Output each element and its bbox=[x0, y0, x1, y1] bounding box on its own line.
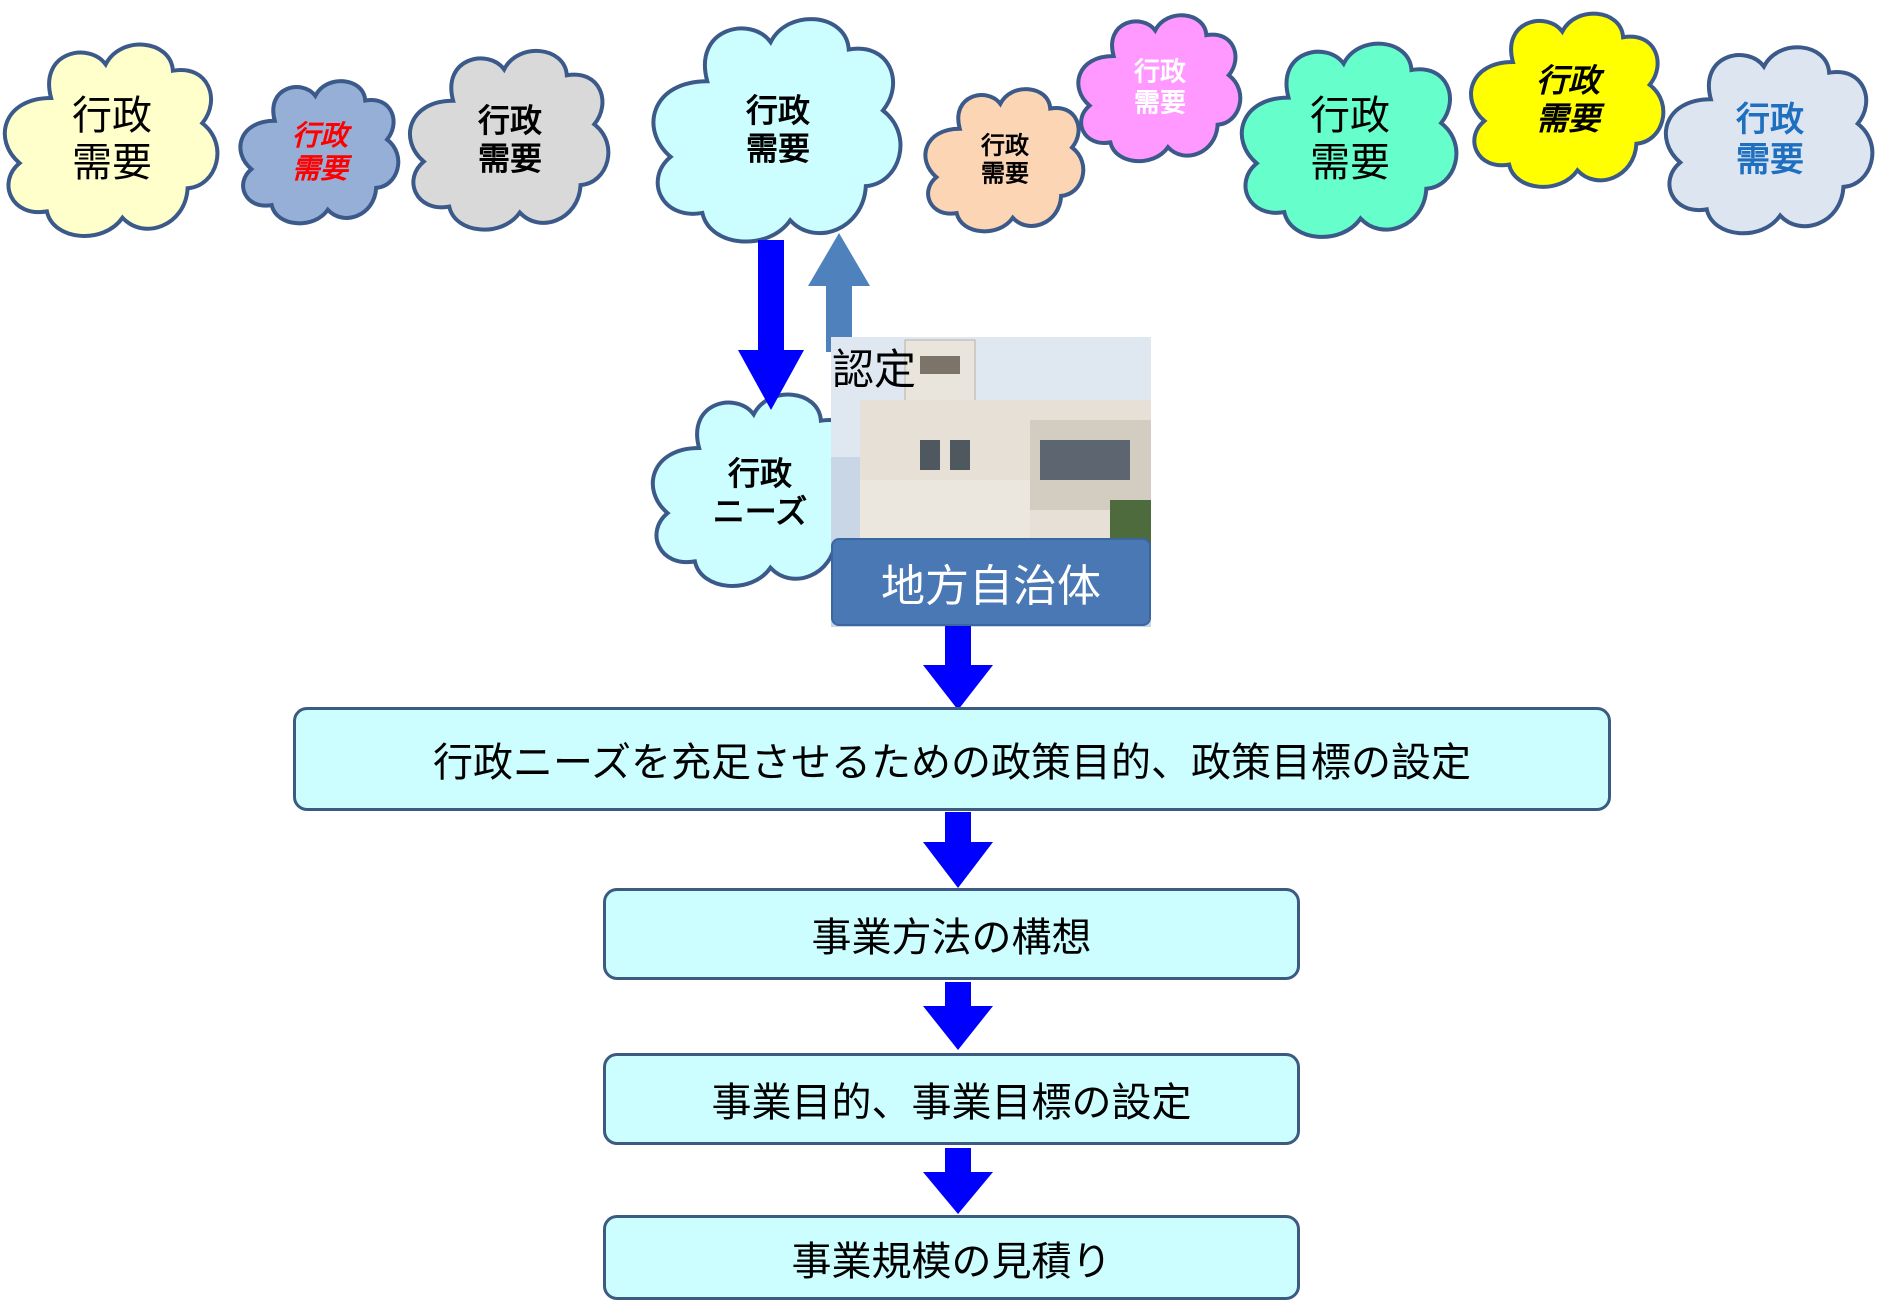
need-cloud-line2: 需要 bbox=[72, 140, 152, 186]
flow-step-method-design: 事業方法の構想 bbox=[603, 888, 1300, 980]
need-cloud-line1: 行政 bbox=[1736, 99, 1804, 140]
flow-step-project-goals: 事業目的、事業目標の設定 bbox=[603, 1053, 1300, 1145]
need-cloud-line2: 需要 bbox=[1535, 99, 1601, 137]
need-cloud-label: 行政需要 bbox=[1134, 57, 1186, 118]
need-cloud-line1: 行政 bbox=[1133, 57, 1187, 88]
need-cloud-label: 行政需要 bbox=[72, 93, 152, 187]
flow-step-policy-goals: 行政ニーズを充足させるための政策目的、政策目標の設定 bbox=[293, 707, 1611, 811]
need-cloud-label: 行政需要 bbox=[477, 101, 543, 178]
need-cloud-line1: 行政 bbox=[1310, 92, 1390, 139]
need-cloud-label: 行政需要 bbox=[745, 91, 811, 168]
need-cloud-label: 行政需要 bbox=[1535, 61, 1601, 138]
need-cloud-line2: 需要 bbox=[1133, 88, 1187, 118]
need-cloud-line1: 行政 bbox=[72, 92, 152, 139]
need-cloud-label: 行政需要 bbox=[292, 119, 348, 185]
need-cloud-line2: 需要 bbox=[477, 139, 543, 177]
flow-step-scale-estimate: 事業規模の見積り bbox=[603, 1215, 1300, 1300]
need-cloud-line1: 行政 bbox=[1535, 61, 1601, 100]
need-cloud-line2: 需要 bbox=[745, 129, 811, 167]
flow-arrows bbox=[923, 625, 993, 1214]
arrow-up-recognition bbox=[808, 233, 870, 352]
arrow-down-to-needs bbox=[738, 240, 804, 410]
need-cloud-line1: 行政 bbox=[477, 101, 543, 140]
need-cloud-line1: 行政 bbox=[981, 131, 1029, 160]
recognition-label: 認定 bbox=[832, 345, 917, 394]
need-cloud-line2: 需要 bbox=[1310, 140, 1390, 186]
need-cloud-line1: 行政 bbox=[745, 91, 811, 130]
need-cloud-line1: 行政 bbox=[291, 118, 349, 152]
need-cloud-label: 行政需要 bbox=[981, 132, 1029, 189]
local-government-box: 地方自治体 bbox=[831, 538, 1151, 626]
needs-cloud-line2: ニーズ bbox=[712, 492, 808, 530]
needs-cloud-label: 行政 ニーズ bbox=[712, 454, 808, 531]
need-cloud-label: 行政需要 bbox=[1736, 100, 1804, 180]
need-cloud-line2: 需要 bbox=[291, 152, 349, 185]
need-cloud-line2: 需要 bbox=[1736, 140, 1804, 180]
need-cloud-label: 行政需要 bbox=[1310, 93, 1390, 187]
needs-cloud-line1: 行政 bbox=[727, 454, 792, 493]
need-cloud-line2: 需要 bbox=[981, 160, 1029, 188]
